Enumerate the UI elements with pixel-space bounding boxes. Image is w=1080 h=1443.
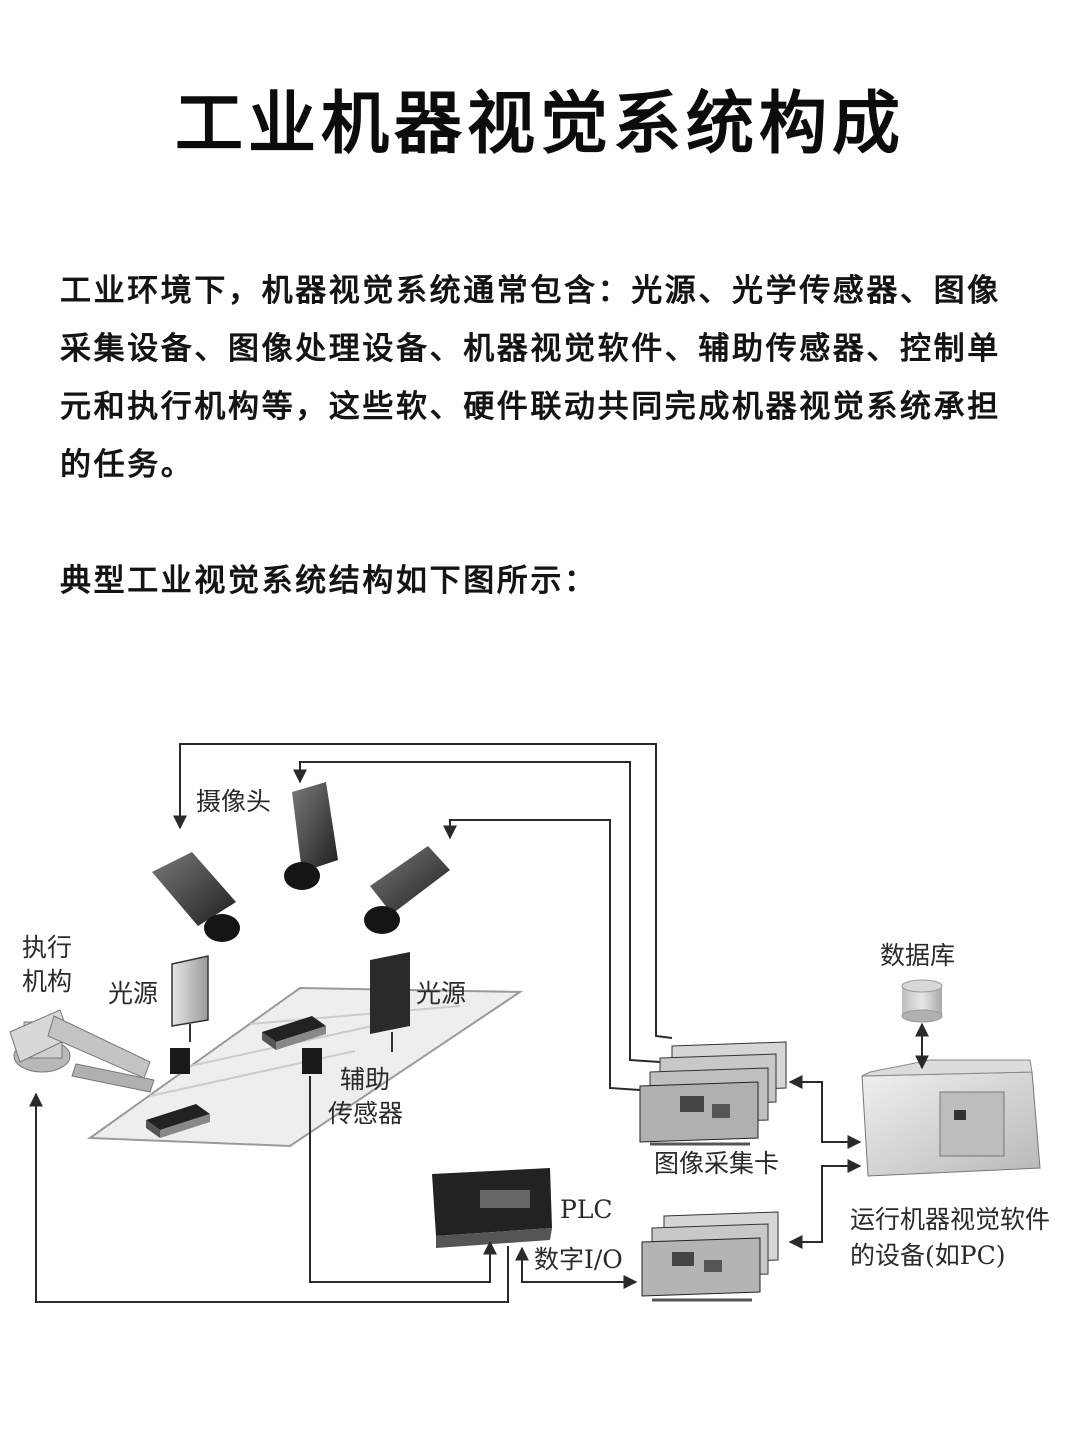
- page-title: 工业机器视觉系统构成: [174, 85, 905, 164]
- light-source-right: [370, 952, 410, 1052]
- structure-caption: 典型工业视觉系统结构如下图所示：: [60, 563, 598, 599]
- io-card-stack: [641, 1211, 779, 1302]
- database-icon: [901, 979, 943, 1023]
- aux-sensor: [302, 1048, 322, 1074]
- label-database: 数据库: [880, 941, 955, 970]
- label-digital-io: 数字I/O: [534, 1245, 623, 1274]
- capture-card-stack: [639, 1041, 787, 1146]
- connection-lines: [29, 743, 929, 1303]
- plc-unit: [432, 1168, 552, 1248]
- camera-left: [152, 852, 240, 942]
- label-aux-sensor-1: 辅助: [340, 1065, 390, 1094]
- label-pc-2: 的设备(如PC): [850, 1241, 1005, 1270]
- label-aux-sensor-2: 传感器: [328, 1099, 403, 1128]
- label-actuator-2: 机构: [22, 967, 72, 996]
- label-light-right: 光源: [416, 979, 466, 1008]
- camera-center: [284, 782, 338, 890]
- intro-paragraph: 工业环境下，机器视觉系统通常包含：光源、光学传感器、图像采集设备、图像处理设备、…: [60, 273, 1001, 483]
- robot-arm: [9, 1009, 155, 1093]
- label-camera: 摄像头: [196, 787, 271, 816]
- product-item: [262, 1016, 326, 1050]
- product-item: [146, 1104, 210, 1138]
- label-capture-card: 图像采集卡: [654, 1149, 779, 1178]
- label-light-left: 光源: [108, 979, 158, 1008]
- label-pc-1: 运行机器视觉软件: [850, 1205, 1050, 1234]
- label-actuator-1: 执行: [22, 933, 72, 962]
- camera-right: [364, 846, 450, 934]
- aux-sensor: [170, 1048, 190, 1074]
- vision-system-diagram: 摄像头 执行 机构 光源 光源 辅助 传感器 数据库 图像采集卡 PLC 数字I…: [9, 743, 1050, 1303]
- pc-workstation: [861, 1059, 1041, 1177]
- label-plc: PLC: [560, 1195, 613, 1224]
- light-source-left: [171, 955, 209, 1042]
